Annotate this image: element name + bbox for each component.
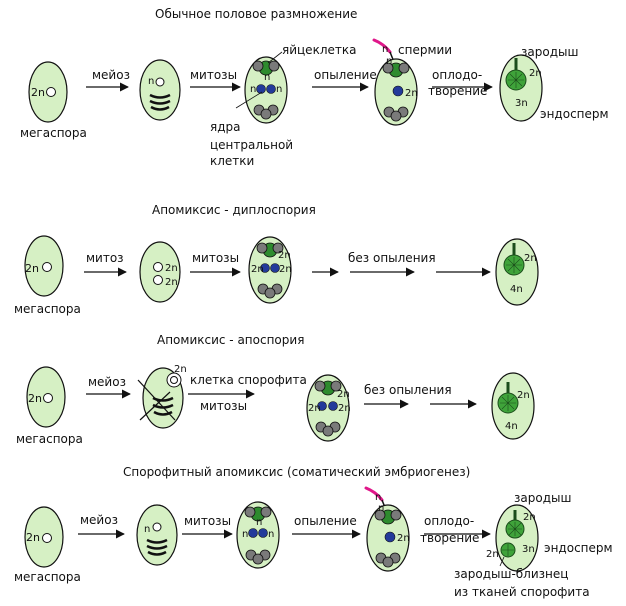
svg-text:n: n [382, 44, 388, 55]
svg-text:n: n [276, 84, 282, 95]
section-sporophytic-apomixis: Спорофитный апомиксис (соматический эмбр… [14, 465, 613, 599]
pollinated-embryo-sac: n n 2n [364, 486, 410, 572]
svg-text:n: n [242, 529, 248, 540]
embryo-sac: 2n 2n 2n [306, 374, 351, 442]
ploidy-label: 2n [31, 86, 45, 99]
svg-text:2n: 2n [174, 364, 187, 375]
degenerating-meiotic-cell: 2n [137, 364, 187, 429]
section-title: Обычное половое размножение [155, 7, 357, 21]
section-title: Апомиксис - диплоспория [152, 203, 316, 217]
section-title: Апомиксис - апоспория [157, 333, 304, 347]
svg-text:2n: 2n [405, 88, 418, 99]
svg-text:4n: 4n [505, 421, 518, 432]
fertilization-label: оплодо- [424, 514, 474, 528]
pollination-label: опыление [294, 514, 357, 528]
svg-text:2n: 2n [337, 389, 350, 400]
svg-text:n: n [256, 517, 262, 528]
svg-text:2n: 2n [397, 533, 410, 544]
no-pollination-label: без опыления [364, 383, 452, 397]
svg-text:2n: 2n [165, 263, 178, 274]
endosperm-label: эндосперм [540, 107, 609, 121]
sporophyte-cell-label: клетка спорофита [190, 373, 307, 387]
svg-text:2n: 2n [251, 264, 264, 275]
section-diplospory: Апомиксис - диплоспория 2n мегаспора мит… [14, 203, 539, 316]
embryo-sac: 2n 2n 2n [248, 236, 292, 304]
megaspore-cell: 2n [26, 366, 66, 428]
meiosis-label: мейоз [80, 513, 118, 527]
svg-text:2n: 2n [524, 253, 537, 264]
central-nuclei-label: клетки [210, 154, 254, 168]
svg-text:n: n [375, 492, 381, 503]
endosperm-label: эндосперм [544, 541, 613, 555]
embryo-sac: n n n [236, 501, 280, 569]
mitoses-label: митозы [192, 251, 239, 265]
svg-text:4n: 4n [510, 284, 523, 295]
svg-text:2n: 2n [278, 250, 291, 261]
svg-text:2n: 2n [165, 277, 178, 288]
central-nuclei-label: ядра [210, 120, 241, 134]
svg-text:n: n [264, 72, 270, 83]
megaspore-cell: 2n [28, 61, 68, 123]
svg-text:2n: 2n [517, 390, 530, 401]
meiosis-label: мейоз [92, 68, 130, 82]
no-pollination-label: без опыления [348, 251, 436, 265]
svg-text:2n: 2n [529, 68, 542, 79]
svg-text:n: n [268, 529, 274, 540]
mitosis-label: митоз [86, 251, 124, 265]
embryo-label: зародыш [521, 45, 578, 59]
seed: 2n 4n [491, 372, 535, 440]
pollination-label: опыление [314, 68, 377, 82]
fertilization-label: творение [428, 84, 487, 98]
megaspore-cell: 2n [24, 235, 64, 297]
section-sexual: Обычное половое размножение 2n мегаспора… [20, 7, 609, 168]
post-meiosis-cell: n [139, 59, 181, 121]
svg-text:2n: 2n [486, 549, 499, 560]
section-apospory: Апомиксис - апоспория 2n мегаспора мейоз… [16, 333, 535, 446]
svg-text:2n: 2n [308, 403, 321, 414]
svg-text:2n: 2n [279, 264, 292, 275]
megaspore-label: мегаспора [16, 432, 83, 446]
fertilization-label: оплодо- [432, 68, 482, 82]
svg-text:2n: 2n [338, 403, 351, 414]
embryo-sac: n n n [235, 51, 288, 124]
svg-text:2n: 2n [28, 392, 42, 405]
ploidy-label: n [148, 76, 154, 87]
mitoses-label: митозы [200, 399, 247, 413]
seed: 2n 4n [495, 238, 539, 306]
svg-text:3n: 3n [515, 98, 528, 109]
seed: 2n 3n [499, 54, 543, 122]
svg-text:3n: 3n [522, 544, 535, 555]
post-meiosis-cell: n [136, 504, 178, 566]
fertilization-label: творение [420, 531, 479, 545]
embryo-label: зародыш [514, 491, 571, 505]
pollinated-embryo-sac: n n 2n [372, 38, 418, 126]
megaspore-cell: 2n [24, 506, 64, 568]
svg-text:n: n [386, 56, 392, 67]
egg-cell-label: яйцеклетка [282, 43, 356, 57]
twin-embryo-label: зародыш-близнец [454, 567, 568, 581]
mitoses-label: митозы [190, 68, 237, 82]
meiosis-label: мейоз [88, 375, 126, 389]
megaspore-label: мегаспора [14, 302, 81, 316]
svg-text:n: n [378, 503, 384, 514]
megaspore-label: мегаспора [20, 126, 87, 140]
two-nuclei-cell: 2n 2n [139, 241, 181, 303]
svg-text:n: n [250, 84, 256, 95]
seed-with-twin: 2n 3n 2n [486, 504, 539, 572]
svg-text:2n: 2n [25, 262, 39, 275]
megaspore-label: мегаспора [14, 570, 81, 584]
svg-text:2n: 2n [523, 512, 536, 523]
central-nuclei-label: центральной [210, 138, 293, 152]
twin-embryo-label: из тканей спорофита [454, 585, 590, 599]
mitoses-label: митозы [184, 514, 231, 528]
svg-text:2n: 2n [26, 531, 40, 544]
sperms-label: спермии [398, 43, 452, 57]
svg-text:n: n [144, 524, 150, 535]
section-title: Спорофитный апомиксис (соматический эмбр… [123, 465, 470, 479]
